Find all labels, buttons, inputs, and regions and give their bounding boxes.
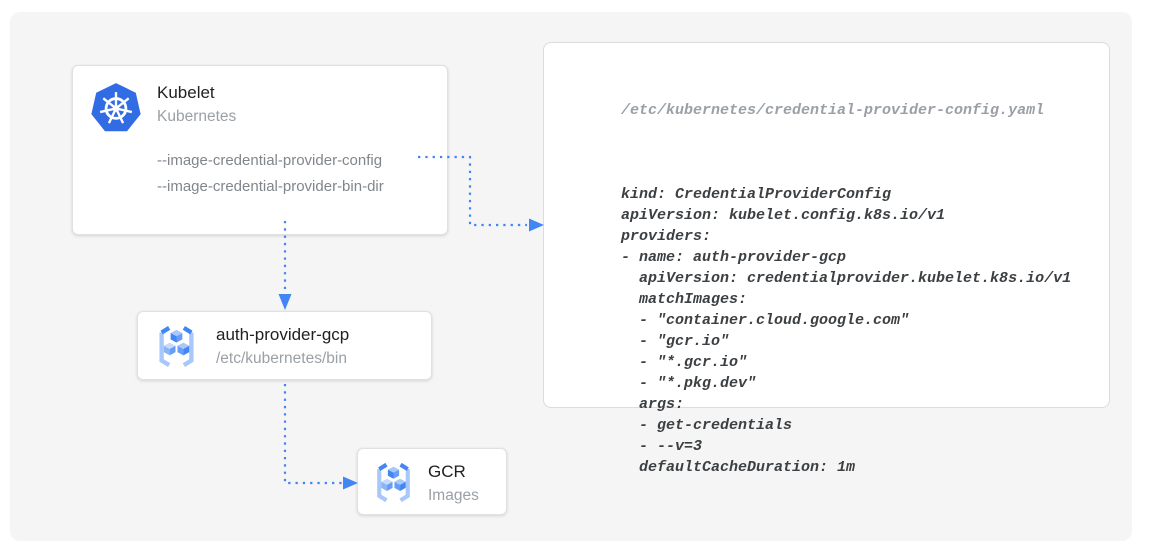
code-line: - "*.gcr.io" (621, 354, 748, 371)
code-line: - "*.pkg.dev" (621, 375, 757, 392)
code-line: matchImages: (621, 291, 748, 308)
node-kubelet-title: Kubelet (157, 83, 215, 102)
code-line: args: (621, 396, 685, 413)
code-line: apiVersion: kubelet.config.k8s.io/v1 (621, 207, 946, 224)
credential-provider-config-panel: /etc/kubernetes/credential-provider-conf… (543, 42, 1110, 476)
code-line: - --v=3 (621, 438, 703, 455)
code-line: kind: CredentialProviderConfig (621, 186, 892, 203)
kubernetes-icon (89, 82, 143, 136)
kubelet-flag: --image-credential-provider-bin-dir (157, 178, 384, 195)
gcr-icon (153, 323, 200, 370)
node-gcr-title: GCR (428, 462, 466, 481)
gcr-icon (371, 460, 416, 505)
kubelet-flag: --image-credential-provider-config (157, 152, 383, 169)
code-line: providers: (621, 228, 712, 245)
node-auth-provider-gcp: auth-provider-gcp /etc/kubernetes/bin (137, 311, 432, 380)
code-line: - get-credentials (621, 417, 793, 434)
code-line: - "container.cloud.google.com" (621, 312, 910, 329)
node-kubelet-subtitle: Kubernetes (157, 108, 237, 125)
kubelet-flags: --image-credential-provider-config --imag… (157, 148, 384, 200)
code-line: - name: auth-provider-gcp (621, 249, 847, 266)
code-line: apiVersion: credentialprovider.kubelet.k… (621, 270, 1072, 287)
node-gcr-subtitle: Images (428, 487, 479, 504)
node-gcr: GCR Images (357, 448, 507, 515)
config-yaml-body: kind: CredentialProviderConfig apiVersion… (621, 184, 1101, 478)
node-kubelet: Kubelet Kubernetes --image-credential-pr… (72, 65, 448, 235)
code-line: - "gcr.io" (621, 333, 730, 350)
node-auth-subtitle: /etc/kubernetes/bin (216, 350, 347, 367)
node-auth-title: auth-provider-gcp (216, 325, 350, 344)
code-line: defaultCacheDuration: 1m (621, 459, 856, 476)
config-filename: /etc/kubernetes/credential-provider-conf… (621, 102, 1045, 119)
